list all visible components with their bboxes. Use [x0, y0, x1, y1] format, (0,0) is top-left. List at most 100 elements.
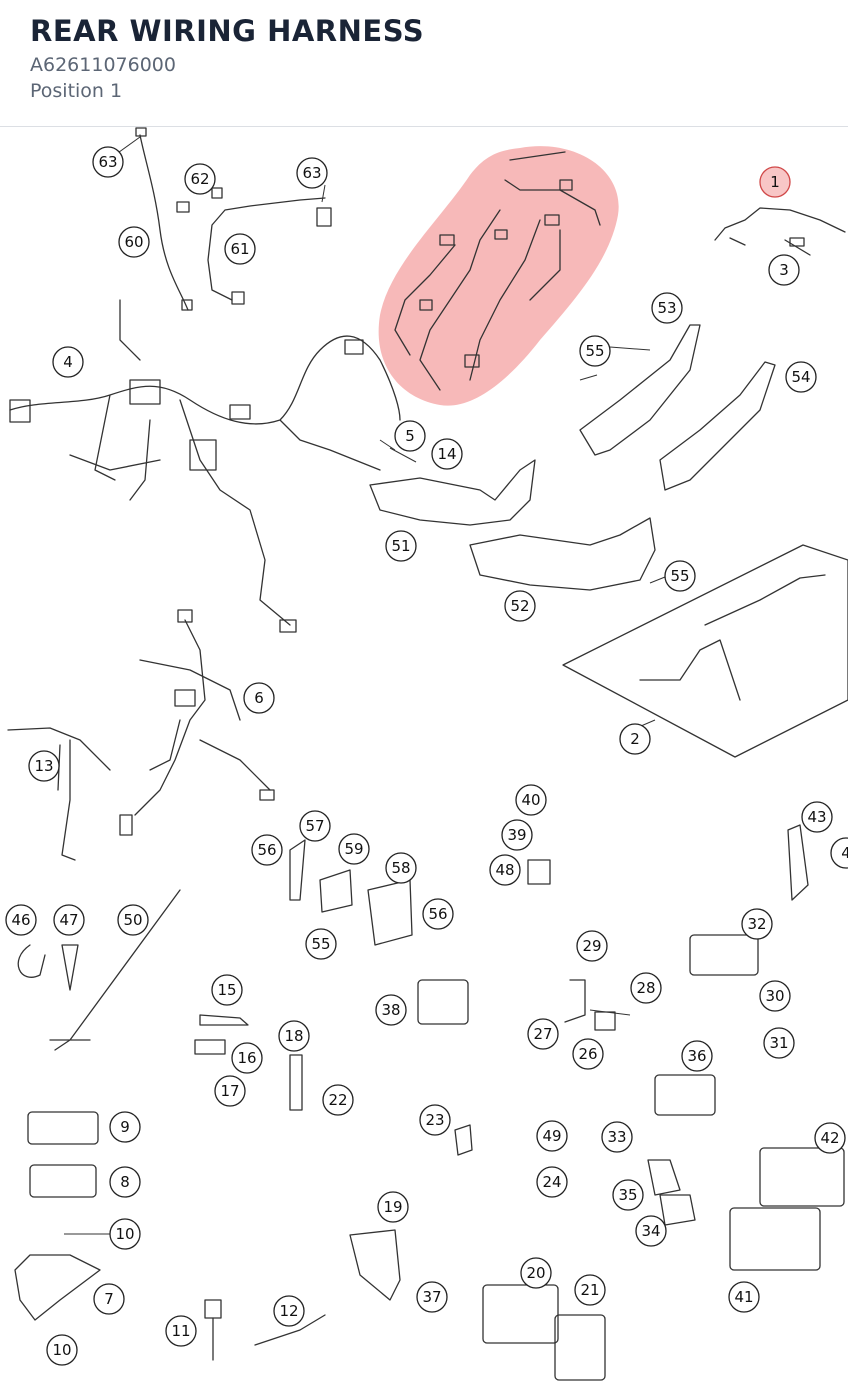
callout-16 [231, 1042, 263, 1074]
callout-22 [322, 1084, 354, 1116]
callout-label: 57 [305, 817, 324, 835]
callout-label: 39 [507, 826, 526, 844]
callout-4-partial [830, 837, 848, 869]
callout-label: 54 [791, 368, 810, 386]
callout-20 [520, 1257, 552, 1289]
callout-55b [664, 560, 696, 592]
callout-62 [184, 163, 216, 195]
callout-48 [489, 854, 521, 886]
callout-label: 3 [779, 261, 789, 279]
callout-label: 56 [428, 905, 447, 923]
callout-32 [741, 908, 773, 940]
callout-28 [630, 972, 662, 1004]
callout-14 [431, 438, 463, 470]
callout-60 [118, 226, 150, 258]
callout-label: 56 [257, 841, 276, 859]
callout-label: 29 [582, 937, 601, 955]
callout-5 [394, 420, 426, 452]
callout-label: 49 [542, 1127, 561, 1145]
callout-label: 15 [217, 981, 236, 999]
callout-12 [273, 1295, 305, 1327]
callout-47 [53, 904, 85, 936]
callout-35 [612, 1179, 644, 1211]
callout-label: 5 [405, 427, 415, 445]
part-number: A62611076000 [30, 54, 176, 76]
callout-10b [46, 1334, 78, 1366]
callout-27 [527, 1018, 559, 1050]
callout-label: 59 [344, 840, 363, 858]
callout-6 [243, 682, 275, 714]
callout-label: 60 [124, 233, 143, 251]
callout-43 [801, 801, 833, 833]
callout-label: 46 [11, 911, 30, 929]
callout-label: 16 [237, 1049, 256, 1067]
callout-11 [165, 1315, 197, 1347]
callout-51 [385, 530, 417, 562]
callout-label: 35 [618, 1186, 637, 1204]
callout-label: 51 [391, 537, 410, 555]
callout-label: 61 [230, 240, 249, 258]
callout-36 [681, 1040, 713, 1072]
callout-19 [377, 1191, 409, 1223]
callout-56a [251, 834, 283, 866]
callout-label: 63 [302, 164, 321, 182]
callout-label: 28 [636, 979, 655, 997]
callout-label: 24 [542, 1173, 561, 1191]
highlighted-part [378, 146, 619, 406]
callout-label: 14 [437, 445, 456, 463]
callout-label: 10 [52, 1341, 71, 1359]
callout-label: 40 [521, 791, 540, 809]
callout-label: 48 [495, 861, 514, 879]
callout-24 [536, 1166, 568, 1198]
callout-8 [109, 1166, 141, 1198]
callout-label: 13 [34, 757, 53, 775]
callout-63a [92, 146, 124, 178]
callout-18 [278, 1020, 310, 1052]
callout-58 [385, 852, 417, 884]
callout-label: 42 [820, 1129, 839, 1147]
callout-57 [299, 810, 331, 842]
callout-label: 17 [220, 1082, 239, 1100]
callout-52 [504, 590, 536, 622]
callout-50 [117, 904, 149, 936]
callout-10a [109, 1218, 141, 1250]
callout-label: 2 [630, 730, 640, 748]
callout-label: 21 [580, 1281, 599, 1299]
callout-55a [579, 335, 611, 367]
callout-label: 41 [734, 1288, 753, 1306]
callout-label: 55 [585, 342, 604, 360]
callout-label: 62 [190, 170, 209, 188]
callout-23 [419, 1104, 451, 1136]
callout-label: 43 [807, 808, 826, 826]
callout-label: 53 [657, 299, 676, 317]
callout-label: 1 [770, 173, 780, 191]
callout-31 [763, 1027, 795, 1059]
callout-59 [338, 833, 370, 865]
callout-label: 32 [747, 915, 766, 933]
callout-17 [214, 1075, 246, 1107]
callout-21 [574, 1274, 606, 1306]
callout-9 [109, 1111, 141, 1143]
callout-label: 55 [670, 567, 689, 585]
callout-41 [728, 1281, 760, 1313]
callout-38 [375, 994, 407, 1026]
callout-label: 58 [391, 859, 410, 877]
callout-label: 27 [533, 1025, 552, 1043]
position-label: Position 1 [30, 80, 123, 102]
callout-39 [501, 819, 533, 851]
callout-label: 36 [687, 1047, 706, 1065]
callout-49 [536, 1120, 568, 1152]
callout-42 [814, 1122, 846, 1154]
callout-40 [515, 784, 547, 816]
callout-label: 8 [120, 1173, 130, 1191]
callout-label: 18 [284, 1027, 303, 1045]
callout-label: 47 [59, 911, 78, 929]
callout-4 [52, 346, 84, 378]
callout-label: 37 [422, 1288, 441, 1306]
callout-label: 22 [328, 1091, 347, 1109]
callout-label: 38 [381, 1001, 400, 1019]
callout-30 [759, 980, 791, 1012]
callout-label: 10 [115, 1225, 134, 1243]
callout-3 [768, 254, 800, 286]
callout-13 [28, 750, 60, 782]
